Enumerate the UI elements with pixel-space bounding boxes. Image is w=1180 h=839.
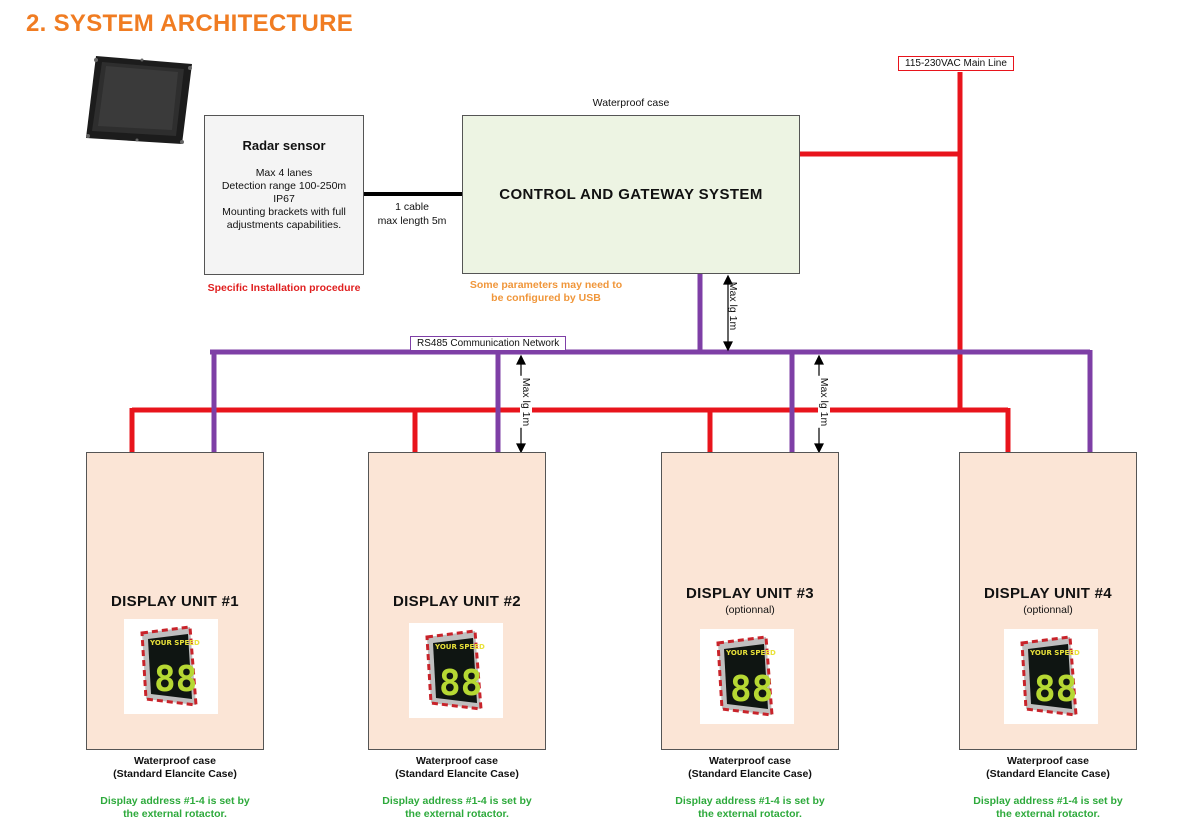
radar-spec: Detection range 100-250m: [221, 180, 347, 192]
display-unit-4: DISPLAY UNIT #4 (optionnal) YOUR SPEED 8…: [959, 452, 1137, 750]
display-address-note: Display address #1-4 is set by the exter…: [382, 795, 532, 820]
display-title: DISPLAY UNIT #2: [393, 593, 521, 610]
radar-panel-image: [86, 56, 192, 144]
max-length-label: Max lg 1m: [520, 375, 532, 429]
max-length-label: Max lg 1m: [818, 375, 830, 429]
sign-digits: 88: [439, 663, 482, 704]
speed-sign-icon: YOUR SPEED 88: [425, 629, 485, 711]
control-case-label: Waterproof case: [592, 97, 670, 109]
usb-note: Some parameters may need to be configure…: [469, 279, 623, 304]
display-case-label: Waterproof case (Standard Elancite Case): [688, 755, 812, 780]
speed-sign-image: YOUR SPEED 88: [700, 629, 794, 724]
sign-digits: 88: [154, 659, 197, 700]
display-unit-3: DISPLAY UNIT #3 (optionnal) YOUR SPEED 8…: [661, 452, 839, 750]
display-optional-note: (optionnal): [725, 604, 775, 616]
speed-sign-image: YOUR SPEED 88: [1004, 629, 1098, 724]
control-title: CONTROL AND GATEWAY SYSTEM: [499, 186, 763, 203]
network-label: RS485 Communication Network: [410, 336, 567, 351]
max-length-label: Max lg 1m: [727, 281, 739, 331]
display-title: DISPLAY UNIT #4: [984, 585, 1112, 602]
radar-spec: IP67: [273, 193, 295, 205]
mains-label: 115-230VAC Main Line: [898, 56, 1014, 71]
sign-text: YOUR SPEED: [1029, 649, 1080, 657]
radar-sensor-box: Radar sensor Max 4 lanes Detection range…: [204, 115, 364, 275]
sign-digits: 88: [1034, 669, 1077, 710]
network-lines: [210, 274, 1093, 452]
sign-digits: 88: [730, 669, 773, 710]
radar-title: Radar sensor: [242, 138, 326, 153]
radar-procedure-note: Specific Installation procedure: [207, 282, 361, 294]
sign-text: YOUR SPEED: [725, 649, 776, 657]
display-optional-note: (optionnal): [1023, 604, 1073, 616]
radar-spec: Max 4 lanes: [255, 167, 313, 179]
page-title: 2. SYSTEM ARCHITECTURE: [26, 10, 354, 37]
display-case-label: Waterproof case (Standard Elancite Case): [113, 755, 237, 780]
speed-sign-image: YOUR SPEED 88: [409, 623, 503, 718]
radar-spec: Mounting brackets with full: [222, 206, 346, 218]
display-unit-2: DISPLAY UNIT #2 YOUR SPEED 88: [368, 452, 546, 750]
speed-sign-image: YOUR SPEED 88: [124, 619, 218, 714]
sign-text: YOUR SPEED: [434, 643, 485, 651]
display-title: DISPLAY UNIT #3: [686, 585, 814, 602]
display-address-note: Display address #1-4 is set by the exter…: [973, 795, 1123, 820]
sign-text: YOUR SPEED: [149, 639, 200, 647]
display-case-label: Waterproof case (Standard Elancite Case): [986, 755, 1110, 780]
control-gateway-box: CONTROL AND GATEWAY SYSTEM: [462, 115, 800, 274]
speed-sign-icon: YOUR SPEED 88: [716, 635, 776, 717]
speed-sign-icon: YOUR SPEED 88: [1020, 635, 1080, 717]
display-title: DISPLAY UNIT #1: [111, 593, 239, 610]
display-address-note: Display address #1-4 is set by the exter…: [675, 795, 825, 820]
display-address-note: Display address #1-4 is set by the exter…: [100, 795, 250, 820]
display-case-label: Waterproof case (Standard Elancite Case): [395, 755, 519, 780]
cable-label: 1 cable max length 5m: [377, 201, 447, 227]
display-unit-1: DISPLAY UNIT #1 YOUR SPEED 88: [86, 452, 264, 750]
radar-spec: adjustments capabilities.: [226, 219, 342, 231]
speed-sign-icon: YOUR SPEED 88: [140, 625, 200, 707]
